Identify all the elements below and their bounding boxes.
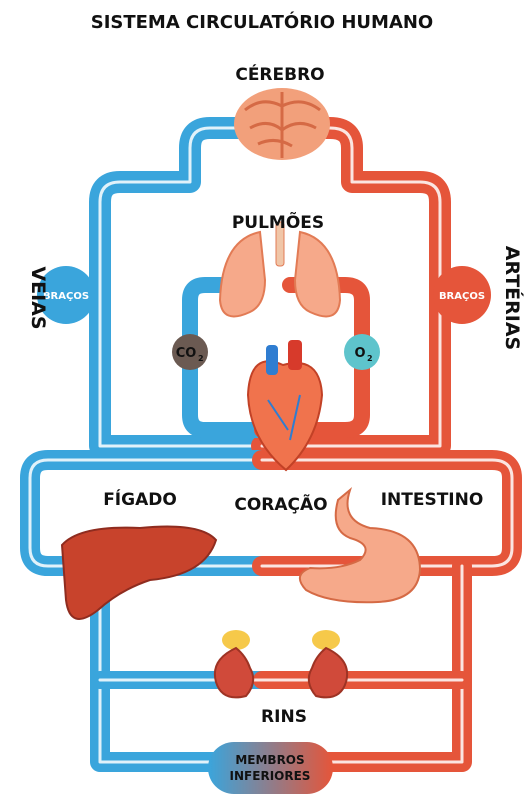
label-lower-limbs-2: INFERIORES — [230, 769, 311, 783]
label-lungs: PULMÕES — [232, 210, 324, 233]
lungs-illustration — [220, 222, 340, 316]
label-heart: CORAÇÃO — [234, 492, 327, 515]
label-liver: FÍGADO — [103, 488, 177, 510]
label-intestine: INTESTINO — [381, 490, 484, 510]
label-o2-sub: 2 — [367, 354, 373, 363]
lower-limbs-node — [208, 742, 333, 794]
diagram-title: SISTEMA CIRCULATÓRIO HUMANO — [91, 11, 434, 33]
label-veins: VEIAS — [27, 266, 49, 329]
label-brain: CÉREBRO — [235, 63, 324, 85]
brain-illustration — [234, 88, 330, 160]
label-kidneys: RINS — [261, 707, 307, 727]
label-arms-right: BRAÇOS — [439, 291, 485, 302]
label-co2: CO — [176, 346, 197, 361]
label-o2: O — [354, 346, 365, 361]
label-co2-sub: 2 — [198, 354, 204, 363]
label-arteries: ARTÉRIAS — [501, 246, 524, 351]
label-lower-limbs-1: MEMBROS — [235, 753, 304, 767]
